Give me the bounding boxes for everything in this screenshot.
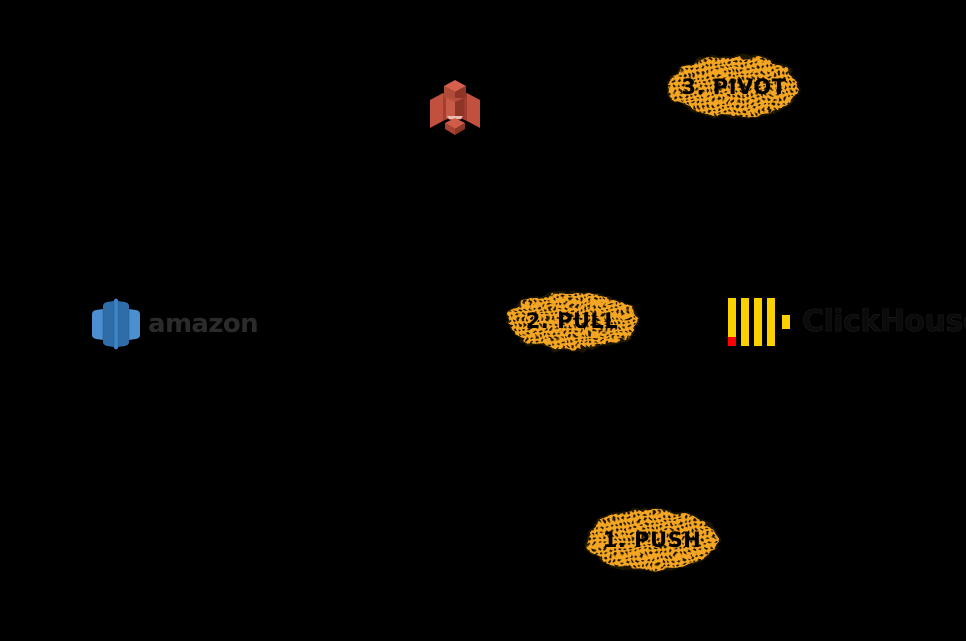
clickhouse-wordmark: ClickHouse [802,304,966,339]
amazon-redshift-icon [92,298,140,350]
amazon-redshift-node[interactable]: amazon [90,296,259,352]
push-ellipse-shape [585,508,719,572]
aws-s3-bucket-icon [430,80,480,135]
clickhouse-bar-4 [767,298,775,346]
aws-service-node[interactable] [428,78,482,141]
clickhouse-node[interactable]: ClickHouse [728,298,966,346]
step-badge-pivot[interactable]: 3. PIVOT [664,52,804,122]
clickhouse-bar-3 [754,298,762,346]
pivot-ellipse-shape [667,55,801,119]
clickhouse-red-square [728,337,736,346]
clickhouse-logo-icon [728,298,775,346]
pull-ellipse-shape [505,291,639,351]
clickhouse-bar-2 [741,298,749,346]
step-badge-push[interactable]: 1. PUSH [582,504,722,576]
amazon-wordmark: amazon [148,309,259,339]
clickhouse-dot [782,315,790,329]
clickhouse-bar-1 [728,298,736,346]
step-badge-pull[interactable]: 2. PULL [502,286,642,356]
